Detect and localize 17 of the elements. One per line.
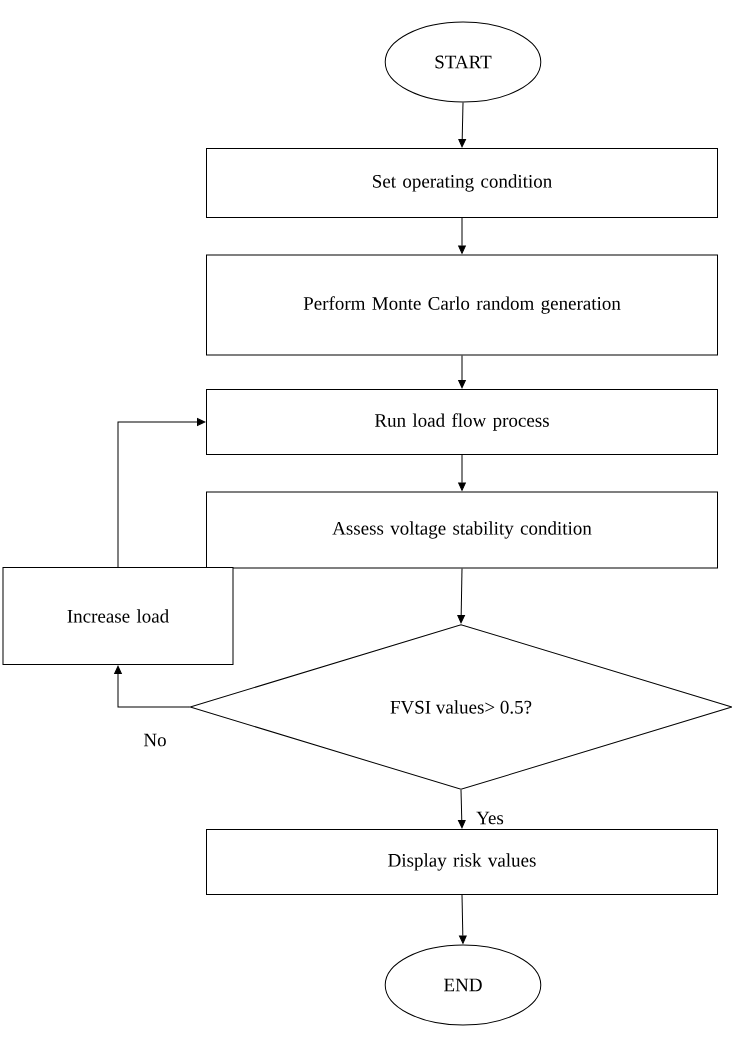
- arrow: [458, 454, 466, 491]
- arrow: [457, 568, 465, 624]
- arrow: [117, 418, 206, 568]
- arrow: [458, 355, 466, 389]
- arrow: [458, 217, 466, 254]
- arrow: [459, 894, 467, 944]
- process-box: Run load flow process: [206, 389, 718, 455]
- arrow: [457, 789, 466, 829]
- process-box: Display risk values: [206, 829, 718, 895]
- process-box: Set operating condition: [206, 148, 718, 218]
- process-box: Assess voltage stability condition: [206, 491, 718, 569]
- edge-label: No: [142, 732, 168, 748]
- arrow: [458, 102, 467, 148]
- arrow: [114, 665, 190, 708]
- process-box: Increase load: [2, 567, 234, 665]
- edge-label: Yes: [475, 810, 505, 826]
- process-box: Perform Monte Carlo random generation: [206, 254, 718, 356]
